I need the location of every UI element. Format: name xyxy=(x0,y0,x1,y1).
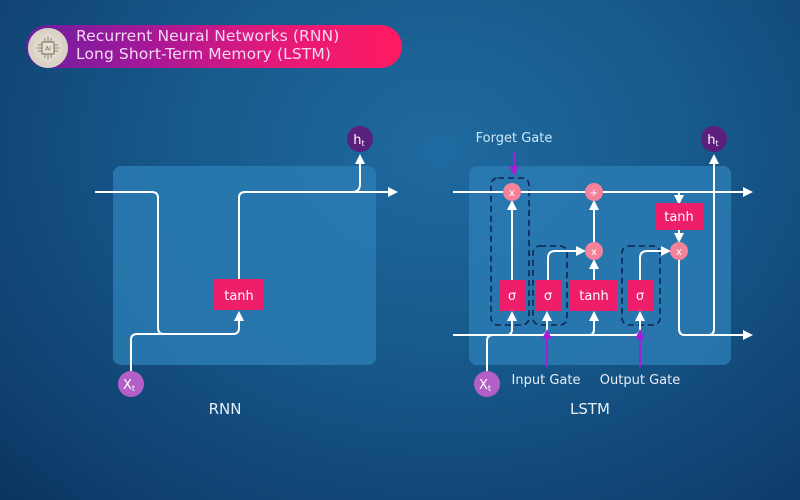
add-label: + xyxy=(590,188,598,199)
title-banner xyxy=(26,25,402,68)
input-gate-label: Input Gate xyxy=(512,373,581,388)
rnn-output-label: ht xyxy=(353,133,364,148)
lstm-caption: LSTM xyxy=(570,400,610,418)
title-line-1: Recurrent Neural Networks (RNN) xyxy=(76,27,340,45)
lstm-output-node xyxy=(701,126,727,152)
output-sigma-box xyxy=(627,280,653,311)
cell-tanh-box xyxy=(655,203,704,230)
forget-sigma-label: σ xyxy=(508,289,516,304)
input-gate-outline xyxy=(532,245,568,326)
rnn-diagram: tanh Xt ht RNN xyxy=(95,126,398,418)
lstm-output-branch-line xyxy=(707,154,719,336)
rnn-input-line xyxy=(130,311,244,376)
logo: AI xyxy=(28,28,68,68)
candidate-tanh-label: tanh xyxy=(579,289,609,304)
lstm-input-label: Xt xyxy=(479,378,491,393)
to-candidate-tanh xyxy=(588,311,599,336)
rnn-cell-box xyxy=(113,166,376,365)
lstm-diagram: x + x x σ σ tanh σ tanh Forget Gate Inpu… xyxy=(453,126,753,418)
add-op xyxy=(585,183,603,201)
forget-multiply-op xyxy=(503,183,521,201)
output-gate-label: Output Gate xyxy=(600,373,680,388)
rnn-tanh-label: tanh xyxy=(224,289,254,304)
rnn-hidden-output-line xyxy=(238,187,398,279)
rnn-output-node xyxy=(347,126,373,152)
output-multiply-label: x xyxy=(676,247,682,258)
input-multiply-label: x xyxy=(591,247,597,258)
output-multiply-op xyxy=(670,242,688,260)
ai-chip-icon: AI xyxy=(37,37,59,59)
rnn-input-label: Xt xyxy=(123,378,135,393)
forget-gate-outline xyxy=(490,177,530,326)
input-multiply-op xyxy=(585,242,603,260)
to-forget-sigma xyxy=(506,311,517,336)
cell-tanh-label: tanh xyxy=(664,210,694,225)
output-sigma-label: σ xyxy=(636,289,644,304)
logo-text: AI xyxy=(45,46,51,53)
input-sigma-label: σ xyxy=(544,289,552,304)
input-to-multiply xyxy=(547,246,586,280)
lstm-input-line xyxy=(486,334,494,376)
lstm-hidden-output-line xyxy=(678,260,753,340)
output-to-multiply xyxy=(639,246,671,280)
forget-gate-label: Forget Gate xyxy=(476,131,553,146)
title-line-2: Long Short-Term Memory (LSTM) xyxy=(76,45,331,63)
lstm-output-label: ht xyxy=(707,133,718,148)
candidate-tanh-box xyxy=(569,280,618,311)
rnn-caption: RNN xyxy=(209,400,242,418)
rnn-tanh-box xyxy=(214,279,264,310)
rnn-output-branch-line xyxy=(351,154,365,193)
forget-multiply-label: x xyxy=(509,188,515,199)
input-sigma-box xyxy=(535,280,561,311)
lstm-input-node xyxy=(474,371,500,397)
forget-sigma-box xyxy=(499,280,526,311)
rnn-input-node xyxy=(118,371,144,397)
op-circles: x + x x xyxy=(503,183,688,260)
